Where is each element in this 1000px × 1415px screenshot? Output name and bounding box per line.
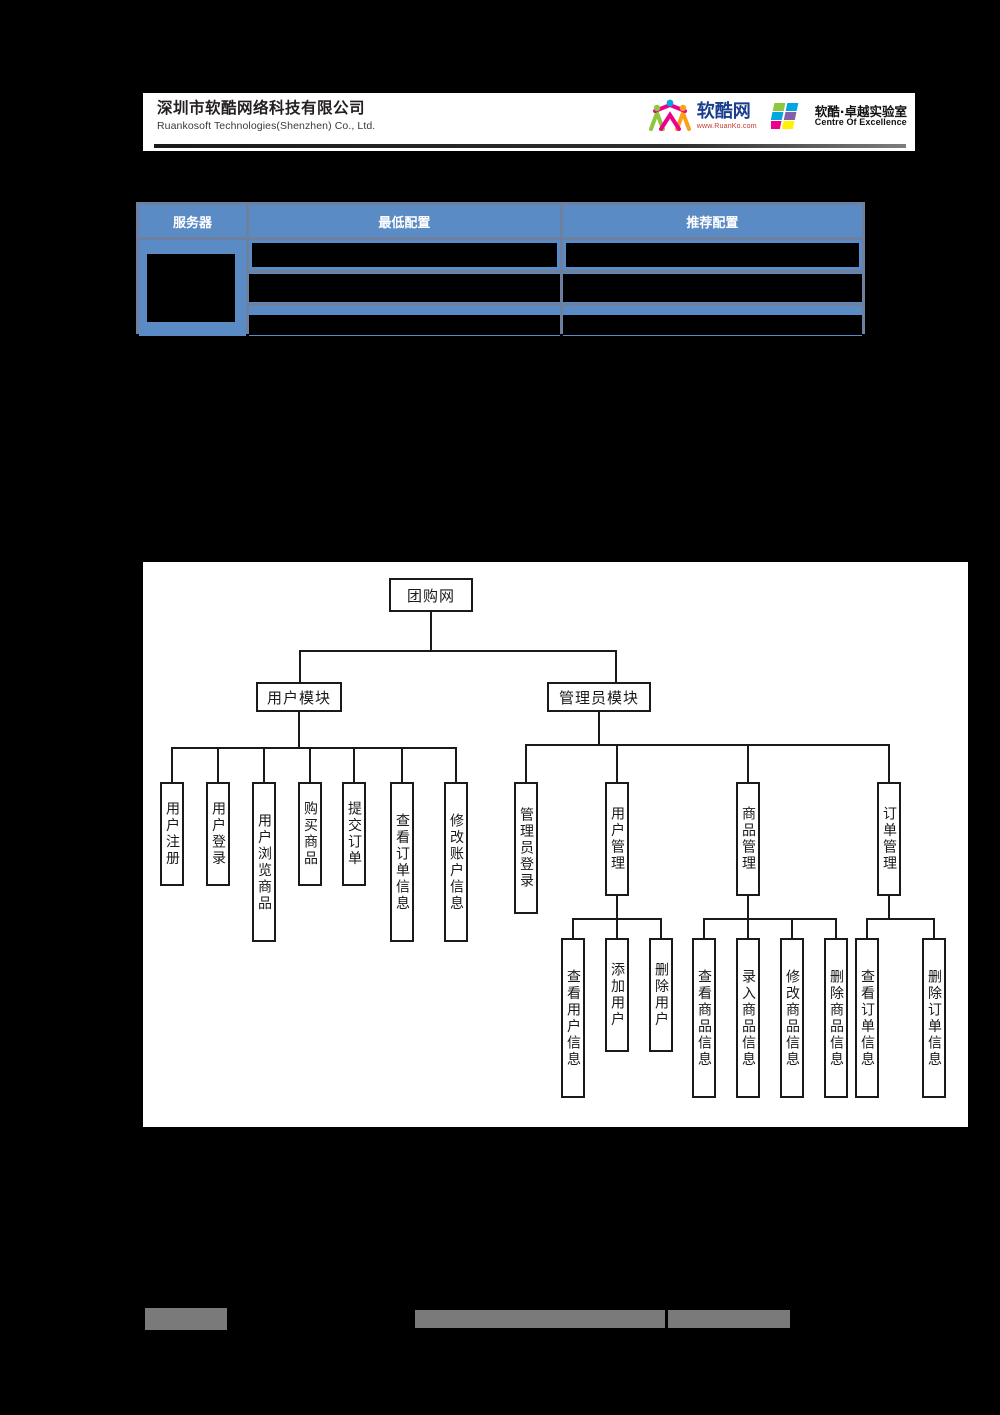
- diagram-node-user-module: 用户模块: [256, 682, 342, 712]
- header-logos: 软酷网 www.RuanKo.com 软酷·卓越实验室: [647, 99, 907, 133]
- connector-user-leaf-0: [171, 747, 173, 782]
- connector-user-leaf-3: [309, 747, 311, 782]
- people-icon: [647, 99, 693, 133]
- coe-logo-text: 软酷·卓越实验室 Centre Of Excellence: [815, 105, 907, 128]
- diagram-leaf-view-order-info: 查看订单信息: [390, 782, 414, 942]
- column-header-minimum: 最低配置: [248, 205, 560, 237]
- diagram-leaf-user-login: 用户登录: [206, 782, 230, 886]
- diagram-leaf-user-browse-products: 用户浏览商品: [252, 782, 276, 942]
- connector-user-leaf-2: [263, 747, 265, 782]
- connector-user-stem: [298, 712, 300, 747]
- diagram-node-product-management: 商品管理: [736, 782, 760, 896]
- connector-product-mgmt-child-3: [835, 918, 837, 938]
- coe-title-cn: 软酷·卓越实验室: [814, 103, 907, 119]
- diagram-leaf-add-user: 添加用户: [605, 938, 629, 1052]
- footer-redaction-block: [145, 1308, 227, 1330]
- diagram-leaf-enter-product-info: 录入商品信息: [736, 938, 760, 1098]
- footer-redaction-block: [415, 1310, 665, 1328]
- header-divider: [154, 144, 906, 148]
- diagram-node-admin-login: 管理员登录: [514, 782, 538, 914]
- cell-min-3: [248, 306, 560, 336]
- connector-user-leaf-5: [401, 747, 403, 782]
- redaction-block: [248, 314, 560, 335]
- redaction-block: [248, 274, 560, 302]
- ruanko-title-cn: 软酷网: [696, 100, 751, 122]
- redaction-block: [147, 254, 235, 322]
- diagram-leaf-view-user-info: 查看用户信息: [561, 938, 585, 1098]
- connector-user-leaf-6: [455, 747, 457, 782]
- connector-admin-bus: [525, 744, 888, 746]
- diagram-leaf-user-register: 用户注册: [160, 782, 184, 886]
- connector-order-mgmt-child-1: [933, 918, 935, 938]
- column-header-server: 服务器: [139, 205, 246, 237]
- system-module-diagram: 团购网 用户模块 管理员模块 用户注册 用户登录 用户浏览商品 购买商品 提交订…: [143, 562, 968, 1127]
- connector-product-mgmt-child-1: [747, 918, 749, 938]
- table-row: [139, 306, 862, 336]
- diagram-leaf-view-product-info: 查看商品信息: [692, 938, 716, 1098]
- diagram-leaf-edit-account-info: 修改账户信息: [444, 782, 468, 942]
- diagram-leaf-submit-order: 提交订单: [342, 782, 366, 886]
- cell-rec-1: [562, 240, 862, 270]
- diagram-node-order-management: 订单管理: [877, 782, 901, 896]
- connector-product-mgmt-bus: [703, 918, 835, 920]
- redaction-block: [562, 314, 862, 335]
- cell-min-2: [248, 273, 560, 303]
- connector-product-mgmt-child-0: [703, 918, 705, 938]
- ruanko-url: www.RuanKo.com: [696, 122, 757, 130]
- diagram-leaf-view-order-info-admin: 查看订单信息: [855, 938, 879, 1098]
- connector-to-user-module: [299, 650, 301, 682]
- connector-top-bus: [299, 650, 617, 652]
- centre-of-excellence-logo: 软酷·卓越实验室 Centre Of Excellence: [768, 100, 907, 132]
- redaction-block: [251, 243, 557, 267]
- diagram-leaf-buy-product: 购买商品: [298, 782, 322, 886]
- connector-root-stem: [430, 612, 432, 650]
- connector-product-mgmt-stem: [747, 896, 749, 918]
- cell-rec-2: [562, 273, 862, 303]
- ruanko-logo-text: 软酷网 www.RuanKo.com: [696, 100, 757, 130]
- server-config-table: 服务器 最低配置 推荐配置: [136, 202, 865, 336]
- cell-min-1: [248, 240, 560, 270]
- connector-admin-stem: [598, 712, 600, 744]
- cell-rec-3: [562, 306, 862, 336]
- connector-order-mgmt-child-0: [866, 918, 868, 938]
- table-row: [139, 240, 862, 336]
- column-header-recommended: 推荐配置: [562, 205, 862, 237]
- ruanko-logo: 软酷网 www.RuanKo.com: [647, 99, 757, 133]
- connector-admin-child-0: [525, 744, 527, 782]
- connector-to-admin-module: [615, 650, 617, 682]
- diagram-leaf-delete-product-info: 删除商品信息: [824, 938, 848, 1098]
- diagram-leaf-delete-user: 删除用户: [649, 938, 673, 1052]
- connector-order-mgmt-bus: [866, 918, 933, 920]
- company-identity: 深圳市软酷网络科技有限公司 Ruankosoft Technologies(Sh…: [157, 97, 375, 134]
- table-row: [139, 273, 862, 303]
- diagram-leaf-edit-product-info: 修改商品信息: [780, 938, 804, 1098]
- company-name-cn: 深圳市软酷网络科技有限公司: [157, 99, 366, 117]
- connector-user-mgmt-stem: [616, 896, 618, 918]
- diagram-leaf-delete-order-info: 删除订单信息: [922, 938, 946, 1098]
- connector-user-mgmt-child-0: [572, 918, 574, 938]
- company-name-en: Ruankosoft Technologies(Shenzhen) Co., L…: [157, 120, 376, 132]
- connector-user-bus: [171, 747, 456, 749]
- connector-user-mgmt-child-1: [616, 918, 618, 938]
- connector-user-mgmt-child-2: [660, 918, 662, 938]
- squares-icon: [768, 100, 811, 132]
- diagram-node-admin-module: 管理员模块: [547, 682, 651, 712]
- connector-user-leaf-4: [353, 747, 355, 782]
- table-header-row: 服务器 最低配置 推荐配置: [139, 205, 862, 237]
- connector-admin-child-1: [616, 744, 618, 782]
- redaction-block: [565, 243, 859, 267]
- coe-title-en: Centre Of Excellence: [814, 116, 907, 127]
- connector-order-mgmt-stem: [888, 896, 890, 918]
- redaction-block: [562, 274, 862, 302]
- diagram-node-root: 团购网: [389, 578, 473, 612]
- document-footer: [0, 1296, 1000, 1340]
- connector-user-leaf-1: [217, 747, 219, 782]
- connector-admin-child-3: [888, 744, 890, 782]
- cell-server-name: [139, 240, 246, 336]
- connector-admin-child-2: [747, 744, 749, 782]
- diagram-node-user-management: 用户管理: [605, 782, 629, 896]
- document-header: 深圳市软酷网络科技有限公司 Ruankosoft Technologies(Sh…: [143, 93, 915, 151]
- connector-product-mgmt-child-2: [791, 918, 793, 938]
- footer-redaction-block: [668, 1310, 790, 1328]
